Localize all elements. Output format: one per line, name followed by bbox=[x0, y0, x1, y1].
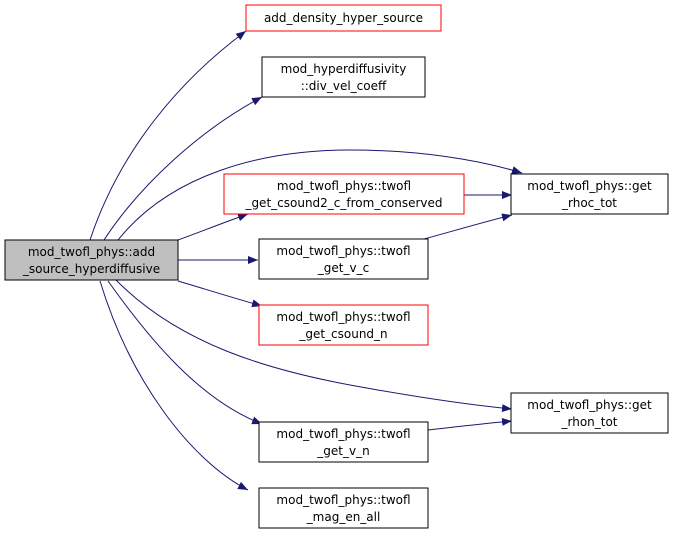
node-csound2-c-from-conserved[interactable]: mod_twofl_phys::twofl _get_csound2_c_fro… bbox=[223, 173, 465, 215]
edge-root-to-rhon-tot-curve bbox=[115, 279, 513, 413]
node-add-density-line1: add_density_hyper_source bbox=[264, 11, 423, 25]
node-mag-en-all-line2: _mag_en_all bbox=[306, 510, 381, 524]
node-mag-en-all-line1: mod_twofl_phys::twofl bbox=[276, 493, 410, 507]
edge-get-v-n-to-rhon-tot bbox=[427, 417, 513, 431]
node-div-vel-coeff-line1: mod_hyperdiffusivity bbox=[281, 62, 407, 76]
edge-root-to-div-vel-coeff bbox=[103, 96, 263, 241]
edge-root-to-add-density bbox=[89, 30, 247, 241]
node-root-line1: mod_twofl_phys::add bbox=[28, 245, 155, 259]
node-div-vel-coeff[interactable]: mod_hyperdiffusivity ::div_vel_coeff bbox=[261, 56, 426, 98]
edge-root-to-csound-n bbox=[177, 280, 263, 308]
node-get-v-c-line2: _get_v_c bbox=[317, 261, 369, 275]
node-get-v-c-line1: mod_twofl_phys::twofl bbox=[276, 244, 410, 258]
edge-root-to-mag-en-all bbox=[99, 280, 249, 491]
node-root-line2: _source_hyperdiffusive bbox=[22, 262, 160, 276]
node-rhoc-tot-line1: mod_twofl_phys::get bbox=[527, 179, 652, 193]
node-rhoc-tot[interactable]: mod_twofl_phys::get _rhoc_tot bbox=[510, 173, 669, 215]
node-get-v-n-line1: mod_twofl_phys::twofl bbox=[276, 427, 410, 441]
node-rhon-tot-line2: _rhon_tot bbox=[560, 415, 617, 429]
edge-get-v-c-to-rhoc-tot bbox=[423, 213, 513, 240]
node-csound2-c-line1: mod_twofl_phys::twofl bbox=[277, 179, 411, 193]
edge-root-to-csound2-c bbox=[177, 213, 249, 241]
node-csound-n-line2: _get_csound_n bbox=[298, 327, 387, 341]
node-csound-n-line1: mod_twofl_phys::twofl bbox=[276, 310, 410, 324]
node-add-density-hyper-source[interactable]: add_density_hyper_source bbox=[245, 4, 442, 32]
node-get-v-n[interactable]: mod_twofl_phys::twofl _get_v_n bbox=[258, 421, 429, 463]
node-rhon-tot-line1: mod_twofl_phys::get bbox=[527, 398, 652, 412]
node-div-vel-coeff-line2: ::div_vel_coeff bbox=[301, 79, 387, 93]
node-csound-n[interactable]: mod_twofl_phys::twofl _get_csound_n bbox=[258, 304, 429, 346]
node-rhoc-tot-line2: _rhoc_tot bbox=[561, 196, 617, 210]
node-csound2-c-line2: _get_csound2_c_from_conserved bbox=[244, 196, 442, 210]
node-rhon-tot[interactable]: mod_twofl_phys::get _rhon_tot bbox=[510, 392, 669, 434]
edge-root-to-get-v-n bbox=[107, 280, 263, 425]
edges bbox=[89, 30, 523, 491]
node-mag-en-all[interactable]: mod_twofl_phys::twofl _mag_en_all bbox=[258, 487, 429, 529]
node-root[interactable]: mod_twofl_phys::add _source_hyperdiffusi… bbox=[4, 239, 179, 281]
edge-root-to-rhoc-tot-curve bbox=[117, 149, 523, 241]
node-get-v-n-line2: _get_v_n bbox=[316, 444, 369, 458]
node-get-v-c[interactable]: mod_twofl_phys::twofl _get_v_c bbox=[258, 238, 429, 280]
